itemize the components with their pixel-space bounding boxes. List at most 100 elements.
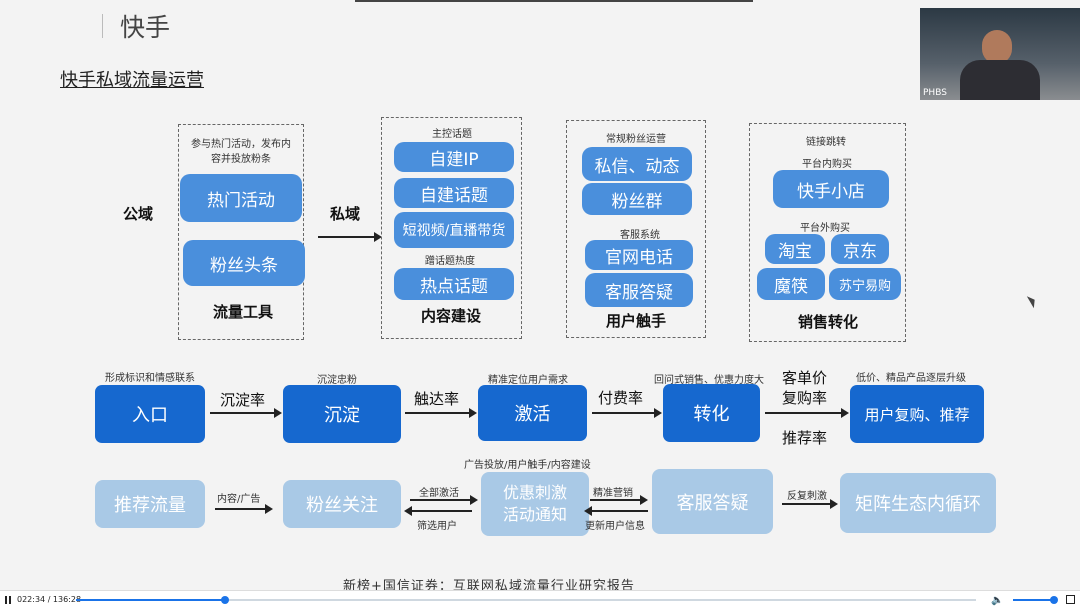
label-filter-users: 筛选用户 [417, 521, 457, 532]
bottom-arrow-4 [782, 503, 830, 505]
content-building-group [381, 117, 522, 339]
hot-topic-label: 蹭话题热度 [425, 256, 475, 267]
flow-arrow-1 [210, 412, 274, 414]
promo-notice-box: 优惠刺激 活动通知 [481, 472, 589, 536]
label-content-ad: 内容/广告 [217, 494, 261, 505]
recommend-traffic-box: 推荐流量 [95, 480, 205, 528]
stage-settle: 沉淀 [283, 385, 401, 443]
header-divider [102, 14, 103, 38]
content-building-caption: 内容建设 [421, 307, 482, 325]
stage-activate: 激活 [478, 385, 587, 441]
bottom-arrow-1 [215, 508, 265, 510]
matrix-loop-box: 矩阵生态内循环 [840, 473, 996, 533]
traffic-note: 参与热门活动，发布内容并投放粉条 [191, 139, 291, 165]
flow-arrow-4 [765, 412, 841, 414]
rate-pay: 付费率 [598, 389, 644, 407]
rate-settle: 沉淀率 [220, 391, 266, 409]
label-update-info: 更新用户信息 [585, 521, 645, 532]
pause-icon-bar [9, 596, 11, 604]
hot-activity-box: 热门活动 [180, 174, 302, 222]
volume-handle[interactable] [1050, 596, 1058, 604]
message-box: 私信、动态 [582, 147, 692, 181]
fan-headline-box: 粉丝头条 [183, 240, 305, 286]
arrow-head [640, 495, 648, 505]
topic-label: 主控话题 [432, 129, 472, 140]
seek-track[interactable] [76, 599, 976, 601]
bottom-arrow-3 [590, 499, 640, 501]
player-control-bar: 022:34 / 136:28 🔈 [0, 590, 1080, 609]
user-touch-caption: 用户触手 [606, 312, 667, 330]
traffic-tools-caption: 流量工具 [213, 303, 274, 321]
private-domain-label: 私域 [330, 205, 361, 223]
stage4-note: 回问式销售、优惠力度大 [654, 375, 764, 386]
fullscreen-icon[interactable] [1066, 595, 1075, 604]
phone-box: 官网电话 [585, 240, 693, 270]
stage3-note: 精准定位用户需求 [488, 375, 568, 386]
sales-conversion-group [749, 123, 906, 342]
public-private-arrow [318, 236, 374, 238]
arrow-head [841, 408, 849, 418]
rate-recommend: 推荐率 [782, 429, 828, 447]
fan-ops-label: 常规粉丝运营 [606, 134, 666, 145]
user-touch-group [566, 120, 706, 338]
suning-box: 苏宁易购 [829, 268, 901, 300]
bottom-arrow-2 [410, 499, 470, 501]
mokuai-box: 魔筷 [757, 268, 825, 300]
arrow-head [404, 506, 412, 516]
arrow-head [654, 408, 662, 418]
stage5-note: 低价、精品产品逐层升级 [856, 373, 966, 384]
flow-arrow-2 [405, 412, 469, 414]
arrow-head [274, 408, 282, 418]
arrow-head [830, 499, 838, 509]
self-ip-box: 自建IP [394, 142, 514, 172]
service-answer-box: 客服答疑 [652, 469, 773, 534]
service-qa-box: 客服答疑 [585, 273, 693, 307]
time-display: 022:34 / 136:28 [17, 595, 82, 604]
label-activate-all: 全部激活 [419, 488, 459, 499]
volume-icon[interactable]: 🔈 [991, 595, 1004, 606]
hot-topic-box: 热点话题 [394, 268, 514, 300]
self-topic-box: 自建话题 [394, 178, 514, 208]
webcam-overlay[interactable]: PHBS [920, 8, 1080, 100]
stage-entry: 入口 [95, 385, 205, 443]
arrow-head [470, 495, 478, 505]
arrow-head [265, 504, 273, 514]
arrow-head [374, 232, 382, 242]
presenter-head [982, 30, 1012, 64]
short-video-box: 短视频/直播带货 [394, 212, 514, 248]
inplat-label: 平台内购买 [802, 159, 852, 170]
pause-icon[interactable] [5, 596, 7, 604]
taobao-box: 淘宝 [765, 234, 825, 264]
logo-text: 快手 [120, 13, 171, 42]
rate-reach: 触达率 [414, 390, 460, 408]
label-repeat-stimulus: 反复刺激 [787, 491, 827, 502]
rate-repurchase: 复购率 [782, 389, 828, 407]
stage1-note: 形成标识和情感联系 [105, 373, 195, 384]
stage-repurchase: 用户复购、推荐 [850, 385, 984, 443]
stage2-note: 沉淀忠粉 [317, 375, 357, 386]
seek-progress [76, 599, 226, 601]
volume-slider[interactable] [1013, 599, 1055, 601]
seek-handle[interactable] [221, 596, 229, 604]
bottom-arrow-3b [592, 510, 648, 512]
fan-follow-box: 粉丝关注 [283, 480, 401, 528]
arrow-head [469, 408, 477, 418]
outplat-label: 平台外购买 [800, 223, 850, 234]
presenter-body [960, 60, 1040, 100]
arrow-head [584, 506, 592, 516]
traffic-tools-group [178, 124, 304, 340]
rate-avg-price: 客单价 [782, 369, 828, 387]
public-domain-label: 公域 [123, 205, 154, 223]
service-label: 客服系统 [620, 230, 660, 241]
fan-group-box: 粉丝群 [582, 183, 692, 215]
flow-arrow-3 [592, 412, 654, 414]
label-precise-marketing: 精准营销 [593, 488, 633, 499]
jd-box: 京东 [831, 234, 889, 264]
top-bar [355, 0, 753, 2]
webcam-label: PHBS [923, 88, 947, 98]
link-label: 链接跳转 [806, 137, 846, 148]
kuaishou-shop-box: 快手小店 [773, 170, 889, 208]
bottom-top-note: 广告投放/用户触手/内容建设 [464, 460, 591, 471]
stage-convert: 转化 [663, 384, 760, 442]
bottom-arrow-2b [412, 510, 472, 512]
